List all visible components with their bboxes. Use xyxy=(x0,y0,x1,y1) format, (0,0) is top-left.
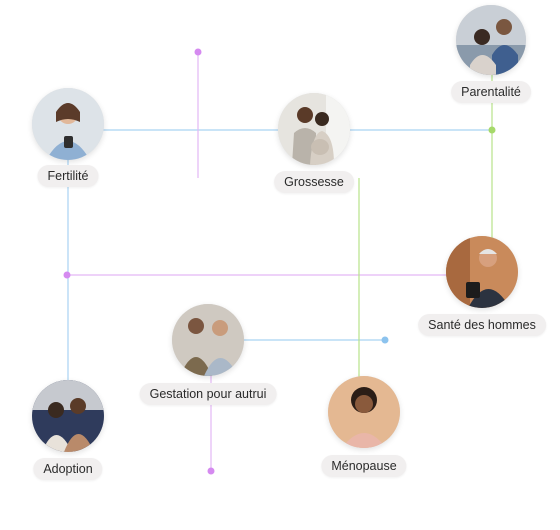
label-sante-hommes[interactable]: Santé des hommes xyxy=(418,314,546,336)
dot-violet-left xyxy=(63,271,71,279)
dot-violet-bottom xyxy=(207,467,215,475)
couple-icon xyxy=(456,5,526,75)
label-menopause[interactable]: Ménopause xyxy=(321,455,407,477)
label-gestation[interactable]: Gestation pour autrui xyxy=(139,383,277,405)
label-parentalite[interactable]: Parentalité xyxy=(451,81,531,103)
two-men-icon xyxy=(172,304,244,376)
pregnant-couple-icon xyxy=(278,93,350,165)
dot-violet-top xyxy=(194,48,202,56)
sante-hommes-photo[interactable] xyxy=(446,236,518,308)
man-tablet-icon xyxy=(446,236,518,308)
label-fertilite[interactable]: Fertilité xyxy=(37,165,99,187)
parentalite-photo[interactable] xyxy=(456,5,526,75)
gestation-photo[interactable] xyxy=(172,304,244,376)
woman-phone-icon xyxy=(32,88,104,160)
smiling-woman-icon xyxy=(328,376,400,448)
label-adoption[interactable]: Adoption xyxy=(33,458,103,480)
fertilite-photo[interactable] xyxy=(32,88,104,160)
label-grossesse[interactable]: Grossesse xyxy=(274,171,354,193)
grossesse-photo[interactable] xyxy=(278,93,350,165)
menopause-photo[interactable] xyxy=(328,376,400,448)
adoption-photo[interactable] xyxy=(32,380,104,452)
dot-green-parentalite xyxy=(488,126,496,134)
family-icon xyxy=(32,380,104,452)
dot-blue-right xyxy=(381,336,389,344)
